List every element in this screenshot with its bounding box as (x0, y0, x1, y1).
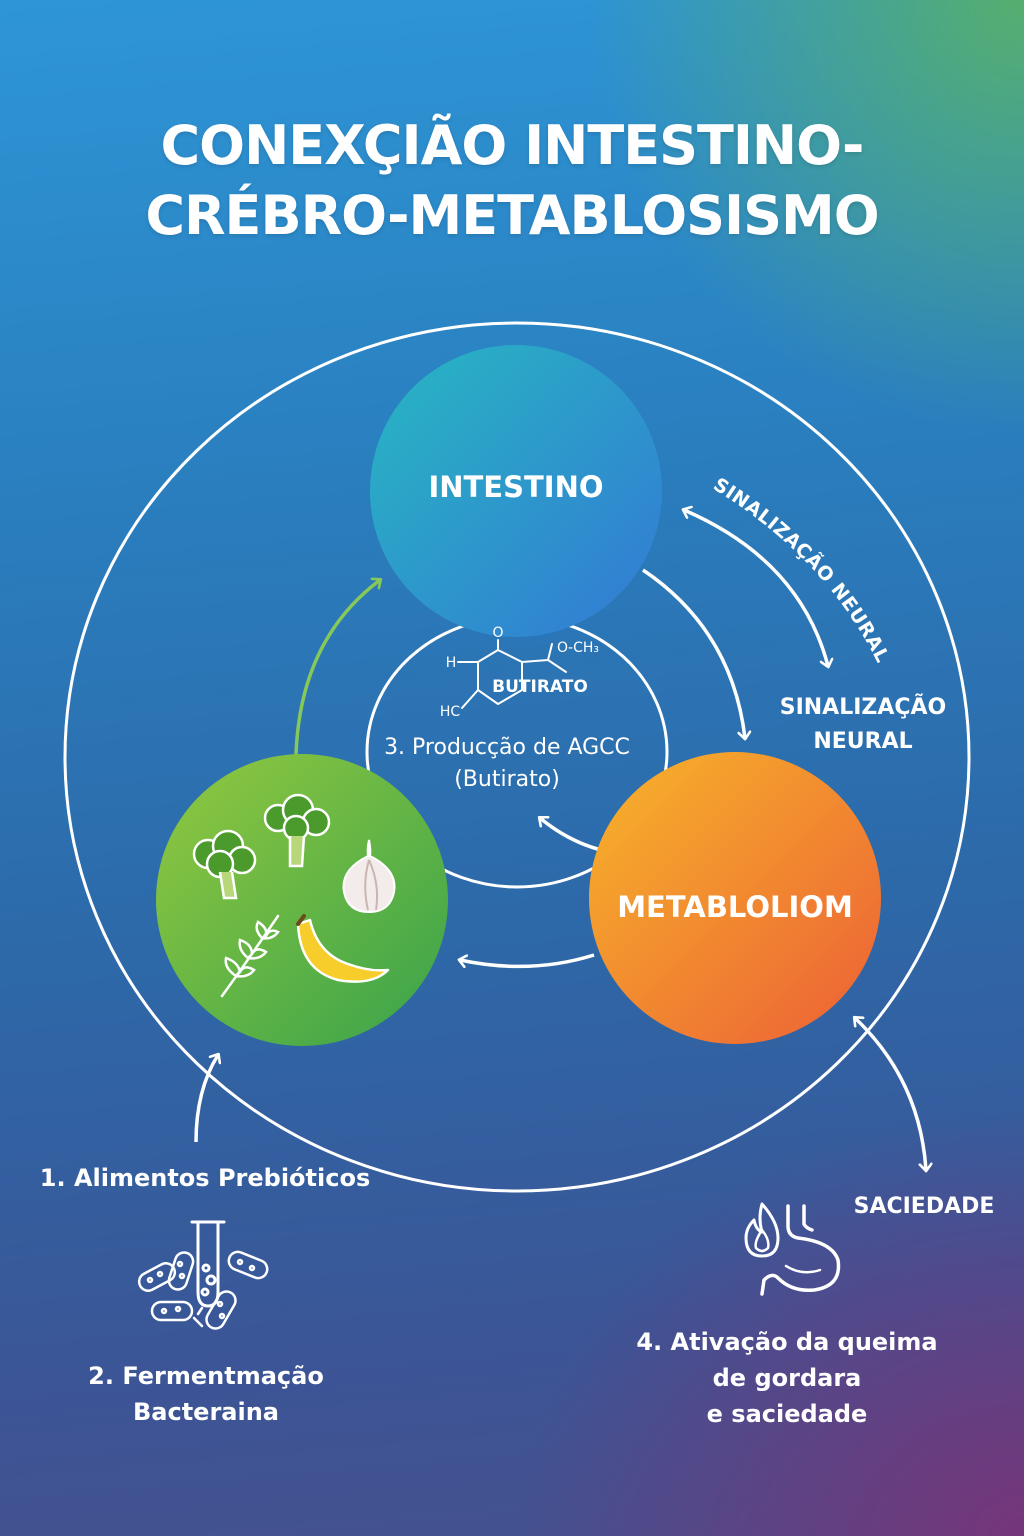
metaboliom-label: METABLOLIOM (617, 890, 853, 924)
saciedade-label: SACIEDADE (853, 1194, 995, 1219)
banana-icon (296, 914, 390, 983)
step-2-label: 2. Fermentmação Bacteraina (56, 1358, 356, 1430)
step-2-line-2: Bacteraina (132, 1398, 279, 1426)
molecule-atom-och3: O‑CH₃ (557, 640, 599, 656)
step-1-label: 1. Alimentos Prebióticos (39, 1164, 371, 1192)
page-title-line-2: CRÉBRO-METABLOSISMO (145, 184, 879, 247)
outer-ring (63, 321, 971, 1193)
arrow-prebiotics-to-food (194, 1055, 218, 1143)
molecule-name: BUTIRATO (492, 677, 588, 697)
molecule-atom-h: H (446, 655, 457, 671)
arrow-food-to-intestino (294, 580, 380, 756)
garlic-icon (342, 839, 396, 914)
intestino-label: INTESTINO (428, 470, 604, 504)
intestino-node (370, 345, 662, 637)
signal-line-2: NEURAL (813, 729, 913, 754)
signal-curved-label: SINALIZAÇÃO NEURAL (709, 474, 893, 667)
step-3-line-2: (Butirato) (454, 767, 560, 792)
signal-label: SINALIZAÇÃO NEURAL (770, 691, 956, 759)
molecule-atom-o: O (492, 625, 503, 641)
arrow-metaboliom-saciedade (855, 1018, 926, 1170)
bacteria-icon (137, 1250, 269, 1330)
step-3-line-1: 3. Producção de AGCC (384, 735, 630, 760)
page-title-line-1: CONEXÇIÃO INTESTINO- (160, 114, 865, 177)
molecule-atom-hc: HC (440, 704, 461, 720)
arrow-intestino-to-metaboliom (642, 568, 745, 738)
broccoli-icon (192, 829, 257, 900)
step-4-label: 4. Ativação da queima de gordara e sacie… (622, 1324, 952, 1432)
arrow-metaboliom-to-food (460, 953, 595, 966)
broccoli-icon (263, 793, 331, 868)
step-4-line-3: e saciedade (706, 1400, 868, 1428)
stomach-icon (760, 1204, 841, 1296)
arrow-signal-bidirectional (684, 510, 828, 666)
butirato-molecule-icon (457, 639, 567, 709)
flame-icon (744, 1202, 780, 1258)
step-4-line-2: de gordara (712, 1364, 862, 1392)
metaboliom-node (589, 752, 881, 1044)
step-4-line-1: 4. Ativação da queima (636, 1328, 938, 1356)
step-2-line-1: 2. Fermentmação (88, 1362, 324, 1390)
signal-line-1: SINALIZAÇÃO (779, 695, 947, 720)
step-3-label: 3. Producção de AGCC (Butirato) (352, 732, 662, 796)
wheat-icon (220, 914, 280, 998)
